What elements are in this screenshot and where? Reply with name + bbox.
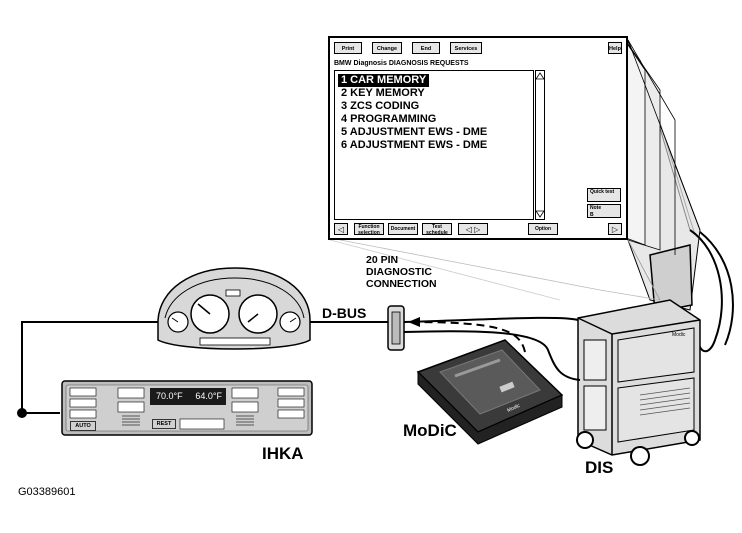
ihka-temp-left: 70.0°F <box>156 391 183 401</box>
menu-item-adjustment-ews-dme-2[interactable]: 6 ADJUSTMENT EWS - DME <box>341 139 488 151</box>
test-schedule-button[interactable]: Test schedule <box>422 223 452 236</box>
scroll-up-icon[interactable] <box>536 72 544 80</box>
connection-label-line2: DIAGNOSTIC <box>366 266 432 278</box>
ihka-temp-display: 70.0°F 64.0°F <box>150 388 226 405</box>
connection-label-line3: CONNECTION <box>366 278 437 290</box>
modic-label: MoDiC <box>403 421 457 440</box>
prev-arrow-button[interactable]: ◁ <box>334 223 348 235</box>
figure-code: G03389601 <box>18 486 76 498</box>
note-label: Note <box>590 205 602 211</box>
diagnosis-menu-list: 1 CAR MEMORY 2 KEY MEMORY 3 ZCS CODING 4… <box>334 70 534 220</box>
menu-item-zcs-coding[interactable]: 3 ZCS CODING <box>341 100 420 112</box>
arrow-right-icon: ▷ <box>611 225 619 234</box>
menu-item-key-memory[interactable]: 2 KEY MEMORY <box>341 87 425 99</box>
menu-scrollbar[interactable] <box>535 70 545 220</box>
dbus-label: D-BUS <box>322 305 367 321</box>
next-arrow-button[interactable]: ▷ <box>608 223 622 235</box>
ihka-label: IHKA <box>262 444 304 463</box>
function-selection-button[interactable]: Function selection <box>354 223 384 236</box>
ihka-rest-button[interactable]: REST <box>152 419 176 429</box>
arrow-head-icon <box>408 317 420 327</box>
dis-screen: Print Change End Services Help BMW Diagn… <box>328 36 628 240</box>
option-button[interactable]: Option <box>528 223 558 235</box>
arrow-left-right-icon: ◁ ▷ <box>465 225 481 234</box>
menu-item-adjustment-ews-dme-1[interactable]: 5 ADJUSTMENT EWS - DME <box>341 126 488 138</box>
screen-title: BMW Diagnosis DIAGNOSIS REQUESTS <box>334 60 469 67</box>
ihka-temp-right: 64.0°F <box>195 391 222 401</box>
ihka-panel-body <box>61 380 313 436</box>
modic-device <box>416 339 564 445</box>
menu-item-programming[interactable]: 4 PROGRAMMING <box>341 113 437 125</box>
screen-perspective-layers <box>329 39 701 301</box>
note-sub-label: B <box>590 212 594 218</box>
wiring <box>17 316 581 418</box>
dis-label: DIS <box>585 458 614 477</box>
scroll-down-icon[interactable] <box>536 210 544 218</box>
menu-item-car-memory[interactable]: 1 CAR MEMORY <box>338 74 430 87</box>
modic-device-label: Modic <box>506 403 521 414</box>
ihka-auto-button[interactable]: AUTO <box>70 421 96 431</box>
change-button[interactable]: Change <box>372 42 402 54</box>
modic-dashed-link <box>409 321 526 353</box>
connection-label-line1: 20 PIN <box>366 254 399 266</box>
diagnostic-connector <box>387 305 405 351</box>
quick-test-button[interactable]: Quick test <box>587 188 621 202</box>
print-button[interactable]: Print <box>334 42 362 54</box>
instrument-cluster <box>157 267 311 350</box>
dis-cart-label: Modic <box>672 332 686 338</box>
page-arrows-button[interactable]: ◁ ▷ <box>458 223 488 235</box>
services-button[interactable]: Services <box>450 42 482 54</box>
end-button[interactable]: End <box>412 42 440 54</box>
document-button[interactable]: Document <box>388 223 418 235</box>
arrow-left-icon: ◁ <box>337 225 345 234</box>
help-button[interactable]: Help <box>608 42 622 54</box>
